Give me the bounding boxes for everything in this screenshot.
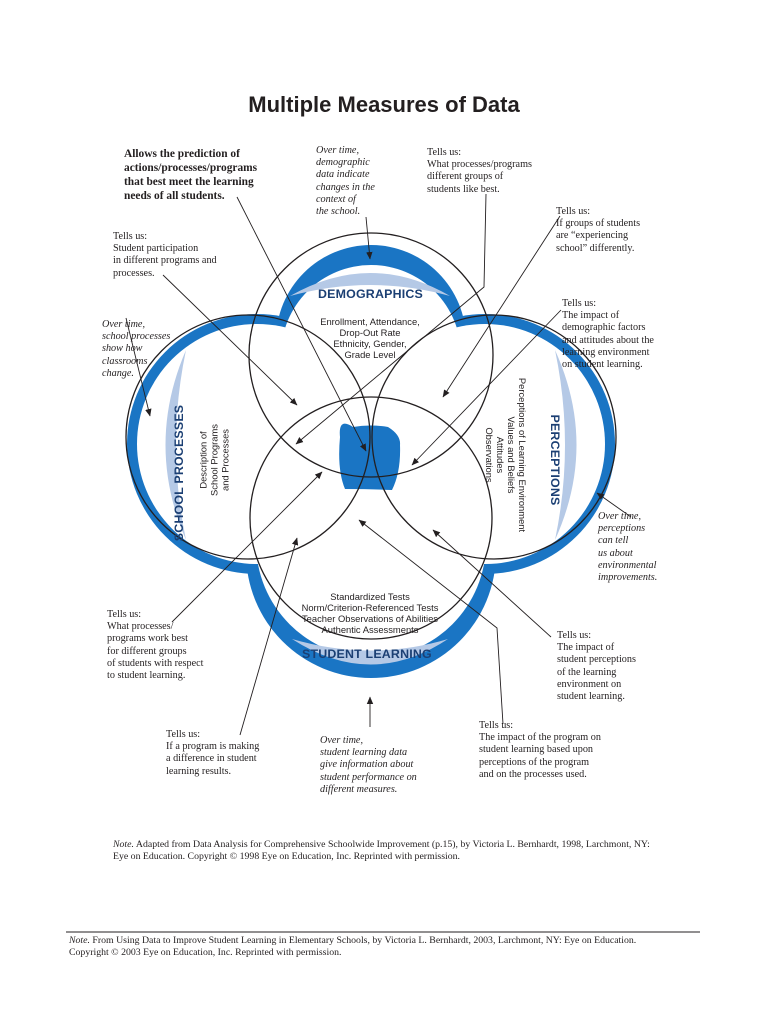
perceptions-band [555,350,577,540]
source-note-2: Note. From Using Data to Improve Student… [69,935,719,959]
perceptions-measures: Perceptions of Learning Environment Valu… [484,377,528,533]
perceptions-overtime-note: Over time, perceptions can tell us about… [598,511,658,584]
annotation-arrows [125,193,632,736]
tells-participation: Tells us: Student participation in diffe… [113,231,217,279]
student-learning-label: STUDENT LEARNING [302,647,432,661]
learning-overtime-note: Over time, student learning data give in… [320,735,417,795]
source-note-1: Note. Adapted from Data Analysis for Com… [113,839,693,863]
school-processes-measures: Description of School Programs and Proce… [197,424,231,496]
demographics-label: DEMOGRAPHICS [318,287,423,301]
tells-work-best: Tells us: What processes/ programs work … [107,609,204,682]
note-1-text: Adapted from Data Analysis for Comprehen… [113,839,650,862]
center-prediction-note: Allows the prediction of actions/process… [124,148,258,202]
demographics-band [290,273,450,296]
page-title: Multiple Measures of Data [248,92,520,117]
tells-student-perceptions: Tells us: The impact of student percepti… [557,630,636,703]
demographic-overtime-note: Over time, demographic data indicate cha… [316,145,375,218]
school-overtime-note: Over time, school processes show how cla… [102,319,171,379]
perceptions-label: PERCEPTIONS [548,414,562,506]
center-intersection [339,423,401,490]
school-processes-label: SCHOOL PROCESSES [172,404,186,542]
tells-program-difference: Tells us: If a program is making a diffe… [166,729,260,777]
note-1-label: Note. [113,839,134,850]
student-learning-measures: Standardized Tests Norm/Criterion-Refere… [301,591,439,635]
student-learning-band [292,639,448,665]
note-2-text: From Using Data to Improve Student Learn… [69,935,637,958]
venn-circles [125,232,617,640]
note-2-label: Note. [69,935,90,946]
school-processes-band [165,350,186,540]
tells-demographic-impact: Tells us: The impact of demographic fact… [562,298,654,371]
tells-processes-groups-like: Tells us: What processes/programs differ… [427,147,532,195]
tells-program-impact: Tells us: The impact of the program on s… [479,720,601,780]
demographics-measures: Enrollment, Attendance, Drop-Out Rate Et… [320,316,420,360]
tells-experiencing: Tells us: If groups of students are “exp… [556,206,641,254]
